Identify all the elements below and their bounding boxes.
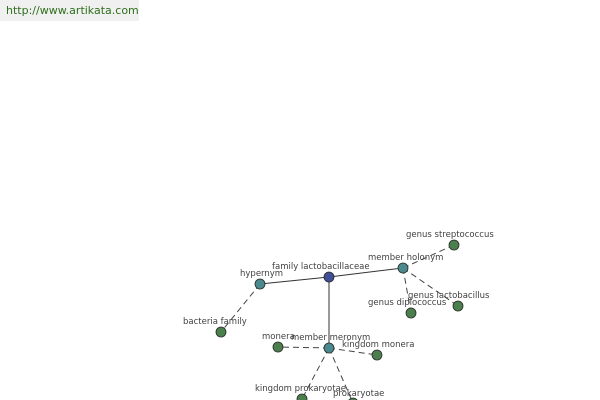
edge-family-lactobacillaceae-to-member-holonym [328,267,404,278]
edge-member-meronym-to-prokaryotae [328,347,353,400]
node-genus-streptococcus-circle[interactable] [448,239,460,251]
node-monera[interactable]: monera [262,332,295,353]
site-url-link[interactable]: http://www.artikata.com [6,4,139,17]
node-genus-lactobacillus[interactable]: genus lactobacillus [408,291,490,312]
node-member-holonym[interactable]: member holonym [368,253,443,274]
node-genus-diplococcus-circle[interactable] [405,307,417,319]
node-kingdom-prokaryotae[interactable]: kingdom prokaryotae [255,384,346,400]
node-monera-label: monera [262,332,295,342]
node-hypernym[interactable]: hypernym [240,269,283,290]
node-member-meronym-circle[interactable] [323,342,335,354]
node-bacteria-family[interactable]: bacteria family [183,317,247,338]
edge-member-holonym-to-genus-lactobacillus [402,267,459,307]
edge-member-holonym-to-genus-diplococcus [402,267,412,314]
node-hypernym-circle[interactable] [254,278,266,290]
node-genus-lactobacillus-label: genus lactobacillus [408,291,490,301]
node-kingdom-prokaryotae-label: kingdom prokaryotae [255,384,346,394]
node-kingdom-prokaryotae-circle[interactable] [296,393,308,400]
node-member-holonym-circle[interactable] [397,262,409,274]
node-genus-streptococcus-label: genus streptococcus [406,230,494,240]
edge-family-lactobacillaceae-to-hypernym [259,276,330,285]
node-family-lactobacillaceae[interactable]: family lactobacillaceae [272,262,370,283]
node-family-lactobacillaceae-label: family lactobacillaceae [272,262,370,272]
node-prokaryotae-label: prokaryotae [333,389,384,399]
node-genus-diplococcus-label: genus diplococcus [368,298,447,308]
node-genus-streptococcus[interactable]: genus streptococcus [406,230,494,251]
node-bacteria-family-circle[interactable] [215,326,227,338]
node-kingdom-monera[interactable]: kingdom monera [342,340,414,361]
node-prokaryotae[interactable]: prokaryotae [333,389,384,400]
edge-hypernym-to-bacteria-family [220,283,261,333]
node-kingdom-monera-label: kingdom monera [342,340,414,350]
node-bacteria-family-label: bacteria family [183,317,247,327]
node-member-meronym-label: member meronym [291,333,370,343]
node-family-lactobacillaceae-circle[interactable] [323,271,335,283]
node-genus-diplococcus[interactable]: genus diplococcus [368,298,447,319]
graph-edges [220,244,459,400]
node-monera-circle[interactable] [272,341,284,353]
edge-member-meronym-to-kingdom-monera [328,347,378,356]
edge-member-meronym-to-monera [277,346,330,349]
node-member-meronym[interactable]: member meronym [291,333,370,354]
url-bar: http://www.artikata.com [0,0,139,21]
node-hypernym-label: hypernym [240,269,283,279]
node-member-holonym-label: member holonym [368,253,443,263]
node-kingdom-monera-circle[interactable] [371,349,383,361]
node-genus-lactobacillus-circle[interactable] [452,300,464,312]
